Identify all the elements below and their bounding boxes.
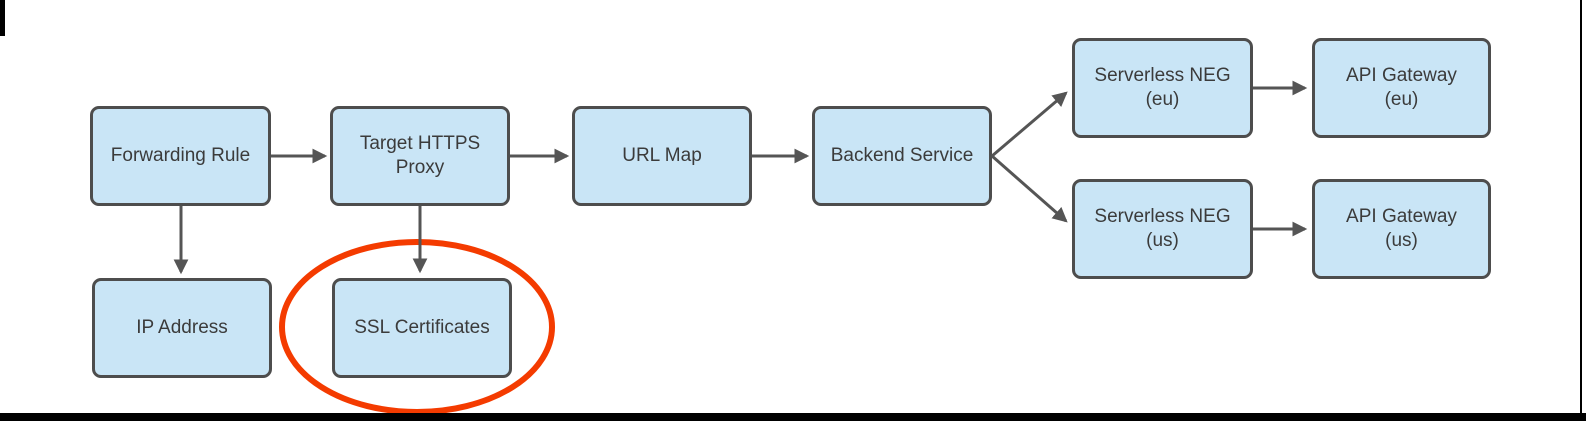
node-ip-address: IP Address [92, 278, 272, 378]
window-edge-right-line [1580, 0, 1582, 413]
node-url-map: URL Map [572, 106, 752, 206]
window-edge-left-fragment [0, 0, 5, 36]
node-label: Backend Service [830, 145, 974, 166]
node-api-gateway-us: API Gateway (us) [1312, 179, 1491, 279]
node-label: URL Map [622, 145, 702, 166]
node-backend-service: Backend Service [812, 106, 992, 206]
node-label: API Gateway (us) [1346, 206, 1457, 251]
node-label: API Gateway (eu) [1346, 65, 1457, 110]
node-target-https-proxy: Target HTTPS Proxy [330, 106, 510, 206]
node-api-gateway-eu: API Gateway (eu) [1312, 38, 1491, 138]
arrow-backend-service-to-serverless-neg-us [991, 154, 1068, 223]
arrow-backend-service-to-serverless-neg-eu [991, 91, 1068, 158]
node-label: Forwarding Rule [110, 145, 251, 166]
node-label: Serverless NEG (eu) [1094, 65, 1231, 110]
node-serverless-neg-eu: Serverless NEG (eu) [1072, 38, 1253, 138]
window-edge-bottom-bar [0, 413, 1586, 421]
node-label: Serverless NEG (us) [1094, 206, 1231, 251]
node-serverless-neg-us: Serverless NEG (us) [1072, 179, 1253, 279]
node-label: IP Address [136, 317, 228, 338]
node-forwarding-rule: Forwarding Rule [90, 106, 271, 206]
node-label: SSL Certificates [354, 317, 490, 338]
node-ssl-certificates: SSL Certificates [332, 278, 512, 378]
node-label: Target HTTPS Proxy [359, 133, 481, 178]
